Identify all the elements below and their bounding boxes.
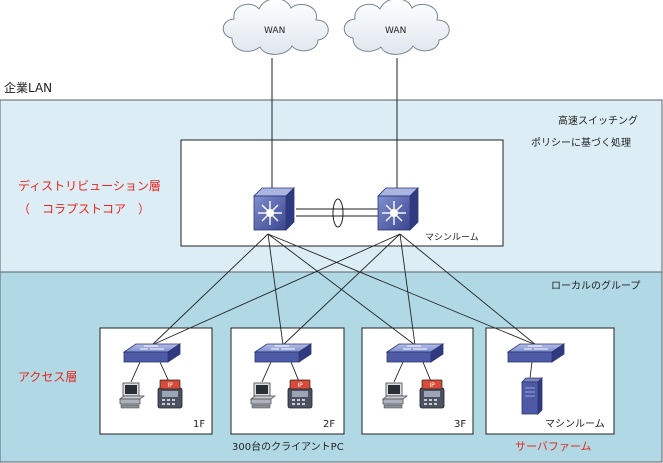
workgroup-switch-icon [254,343,312,363]
uplink-lines [151,233,537,346]
server-room-label: マシンルーム [545,419,605,430]
access-group-label: ローカルのグループ [551,281,641,292]
distribution-note-line1: 高速スイッチング [558,116,638,127]
workgroup-switch-icon [507,343,565,363]
etherchannel-bundle-icon [332,198,344,228]
server-icon [521,377,543,415]
workgroup-switch-icon [123,343,181,363]
floor-label-3f: 3F [454,419,467,430]
wan-label: WAN [264,26,286,36]
access-layer-label: アクセス層 [18,370,78,384]
ip-phone-icon [419,379,445,409]
distribution-layer-sublabel: （ コラプストコア ） [18,202,151,216]
floor-label-2f: 2F [323,419,336,430]
distribution-machine-room-box [180,139,504,247]
server-farm-caption: サーバファーム [515,440,592,453]
ip-phone-icon [157,379,183,409]
distribution-note-line2: ポリシーに基づく処理 [531,138,631,149]
page-title: 企業LAN [4,81,53,95]
distribution-layer-label: ディストリビューション層 [18,179,161,193]
workgroup-switch-icon [386,343,444,363]
wan-label: WAN [385,26,407,36]
multilayer-switch-icon [377,187,419,231]
multilayer-switch-icon [253,187,295,231]
ip-phone-icon [287,379,313,409]
distribution-room-label: マシンルーム [425,233,479,243]
clients-caption: 300台のクライアントPC [232,442,344,453]
access-box-server-room [485,327,615,435]
floor-label-1f: 1F [193,419,206,430]
